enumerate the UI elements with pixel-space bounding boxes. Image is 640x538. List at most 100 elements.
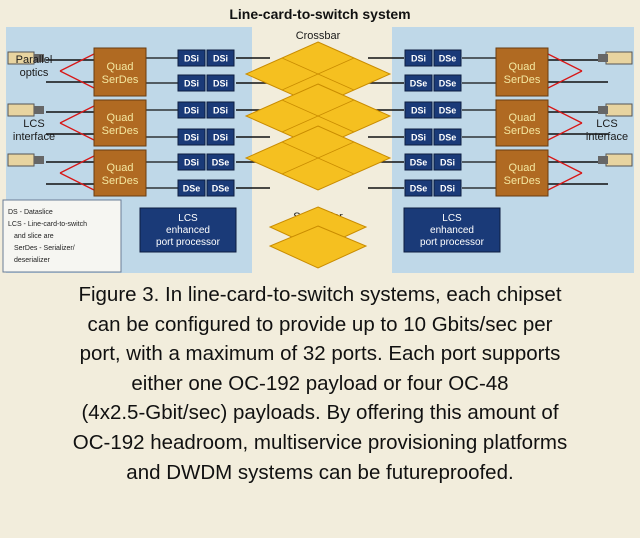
right-connector-2	[605, 153, 633, 167]
legend-line-4: SerDes - Serializer/	[14, 245, 75, 252]
right-signal-2-a	[547, 155, 583, 174]
right-lcs-processor-label-1: LCS	[442, 213, 462, 224]
right-dataslice-label-2-0: DSi	[411, 106, 426, 116]
right-dataslice-label-0-0: DSi	[411, 54, 426, 64]
right-lcs-interface-label-line1: LCS	[596, 118, 617, 130]
left-dataslice-label-1-0: DSi	[184, 79, 199, 89]
left-dataslice-label-2-0: DSi	[184, 106, 199, 116]
right-dataslice-label-5-0: DSe	[410, 184, 428, 194]
scheduler-block: Scheduler	[268, 206, 368, 269]
right-lcs-port-processor	[403, 207, 501, 253]
right-quad-serdes-0	[495, 47, 549, 97]
left-dataslice-label-5-1: DSe	[212, 184, 230, 194]
right-connector-plug-0	[598, 54, 608, 62]
right-signal-1-b	[547, 122, 583, 141]
left-quad-serdes-2	[93, 149, 147, 197]
caption-line-3: port, with a maximum of 32 ports. Each p…	[79, 342, 561, 366]
left-dataslice-3-1	[206, 128, 235, 146]
right-dataslice-2-1	[433, 101, 462, 119]
legend-line-3: and slice are	[14, 233, 54, 240]
right-dataslice-0-0	[404, 49, 433, 67]
left-dataslice-label-5-0: DSe	[183, 184, 201, 194]
left-dataslice-label-1-1: DSi	[213, 79, 228, 89]
right-dataslice-label-4-1: DSi	[440, 158, 455, 168]
right-quad-serdes-1	[495, 99, 549, 147]
left-dataslice-0-1	[206, 49, 235, 67]
legend-line-1: DS - Dataslice	[8, 209, 53, 216]
caption-line-7: and DWDM systems can be futureproofed.	[126, 460, 514, 484]
line-card-to-switch-diagram: Line-card-to-switch system QuadSerDesQua…	[2, 6, 634, 273]
right-dataslice-4-1	[433, 153, 462, 171]
left-lcs-interface-label-line1: LCS	[23, 118, 44, 130]
right-signal-0-b	[547, 70, 583, 89]
right-dataslice-4-0	[404, 153, 433, 171]
right-connector-0	[605, 51, 633, 65]
left-signal-2-a	[59, 155, 95, 174]
right-quad-serdes-label-2-2: SerDes	[504, 175, 541, 187]
caption-line-6: OC-192 headroom, multiservice provisioni…	[72, 430, 568, 454]
right-lcs-processor-label-2: enhanced	[430, 225, 474, 236]
right-dataslice-5-1	[433, 179, 462, 197]
right-quad-serdes-label-2-0: SerDes	[504, 74, 541, 86]
parallel-optics-label-line2: optics	[20, 67, 49, 79]
left-dataslice-label-4-0: DSi	[184, 158, 199, 168]
right-signal-1-a	[547, 105, 583, 124]
left-dataslice-0-0	[177, 49, 206, 67]
right-dataslice-2-0	[404, 101, 433, 119]
right-dataslice-1-1	[433, 74, 462, 92]
right-lcs-processor-label-3: port processor	[420, 237, 485, 248]
left-quad-serdes-label-1-1: Quad	[107, 112, 134, 124]
right-dataslice-1-0	[404, 74, 433, 92]
left-dataslice-label-4-1: DSe	[212, 158, 230, 168]
left-lcs-processor-label-2: enhanced	[166, 225, 210, 236]
right-dataslice-label-4-0: DSe	[410, 158, 428, 168]
right-dataslice-3-0	[404, 128, 433, 146]
legend-box: DS - Dataslice LCS - Line-card-to-switch…	[2, 199, 122, 273]
right-dataslice-label-5-1: DSi	[440, 184, 455, 194]
left-signal-2-b	[59, 172, 95, 191]
right-dataslice-label-1-0: DSe	[410, 79, 428, 89]
left-lcs-port-processor	[139, 207, 237, 253]
right-dataslice-label-3-0: DSi	[411, 133, 426, 143]
caption-line-1: Figure 3. In line-card-to-switch systems…	[78, 283, 562, 306]
scheduler-chip-2	[268, 225, 368, 269]
parallel-optics-label-line1: Parallel	[16, 54, 53, 66]
left-dataslice-label-3-1: DSi	[213, 133, 228, 143]
left-signal-1-a	[59, 105, 95, 124]
left-quad-serdes-label-2-2: SerDes	[102, 175, 139, 187]
right-dataslice-label-3-1: DSe	[439, 133, 457, 143]
right-dataslice-label-1-1: DSe	[439, 79, 457, 89]
right-quad-serdes-label-1-0: Quad	[509, 61, 536, 73]
left-dataslice-3-0	[177, 128, 206, 146]
left-dataslice-label-3-0: DSi	[184, 133, 199, 143]
left-quad-serdes-label-1-2: Quad	[107, 162, 134, 174]
caption-line-5: (4x2.5-Gbit/sec) payloads. By offering t…	[81, 401, 559, 425]
left-connector-plug-1	[34, 106, 44, 114]
left-connector-plug-0	[34, 54, 44, 62]
diagram-title: Line-card-to-switch system	[229, 6, 410, 22]
left-signal-0-a	[59, 53, 95, 72]
left-dataslice-5-0	[177, 179, 206, 197]
left-quad-serdes-label-1-0: Quad	[107, 61, 134, 73]
legend-line-2: LCS - Line-card-to-switch	[8, 221, 87, 228]
right-quad-serdes-label-2-1: SerDes	[504, 125, 541, 137]
component-blocks: QuadSerDesQuadSerDesQuadSerDesQuadSerDes…	[7, 47, 633, 253]
right-quad-serdes-label-1-1: Quad	[509, 112, 536, 124]
left-dataslice-2-0	[177, 101, 206, 119]
left-dataslice-label-0-1: DSi	[213, 54, 228, 64]
left-connector-1	[7, 103, 35, 117]
left-dataslice-label-2-1: DSi	[213, 106, 228, 116]
left-dataslice-label-0-0: DSi	[184, 54, 199, 64]
caption-line-4: either one OC-192 payload or four OC-48	[131, 371, 509, 395]
crossbar-block: Crossbar	[244, 30, 392, 191]
right-dataslice-3-1	[433, 128, 462, 146]
legend-line-5: deserializer	[14, 257, 50, 264]
left-dataslice-1-1	[206, 74, 235, 92]
right-quad-serdes-2	[495, 149, 549, 197]
caption-line-2: can be configured to provide up to 10 Gb…	[87, 312, 553, 336]
left-connector-2	[7, 153, 35, 167]
right-dataslice-label-0-1: DSe	[439, 54, 457, 64]
right-connector-plug-1	[598, 106, 608, 114]
right-signal-0-a	[547, 53, 583, 72]
right-dataslice-label-2-1: DSe	[439, 106, 457, 116]
